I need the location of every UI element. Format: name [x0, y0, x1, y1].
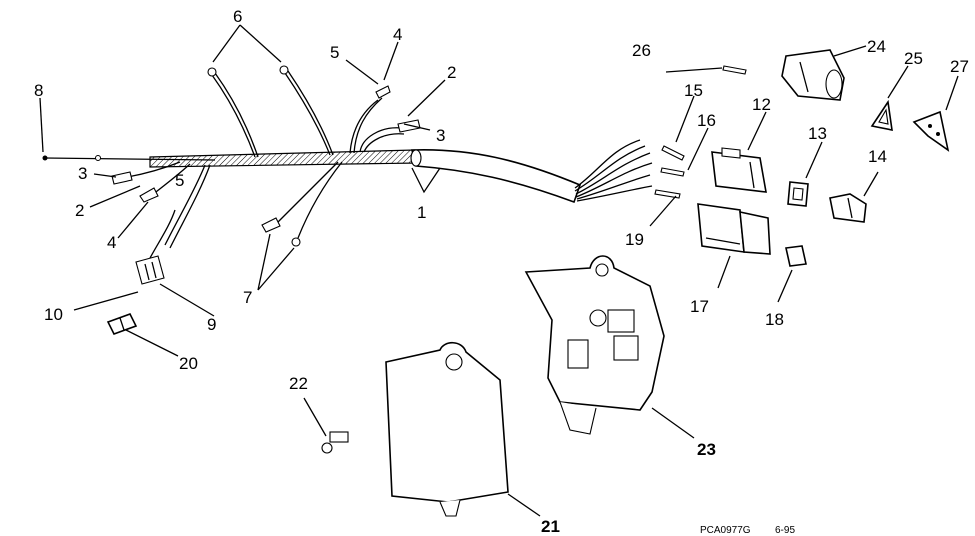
callout-9: 9: [207, 315, 216, 334]
fuse-20: [106, 313, 138, 335]
callout-13: 13: [808, 124, 827, 143]
screw-22: [321, 431, 349, 454]
callout-14: 14: [868, 147, 887, 166]
cover-21: [385, 341, 509, 517]
drawing-date: 6-95: [775, 525, 795, 536]
callout-19: 19: [625, 230, 644, 249]
callout-1: 1: [417, 203, 426, 222]
callout-4-top: 4: [393, 25, 402, 44]
callout-6: 6: [233, 7, 242, 26]
callout-2-left: 2: [75, 201, 84, 220]
callout-5-top: 5: [330, 43, 339, 62]
callout-4-left: 4: [107, 233, 116, 252]
callout-7: 7: [243, 288, 252, 307]
seal-13: [787, 181, 809, 207]
callout-16: 16: [697, 111, 716, 130]
wiring-harness: [42, 65, 685, 285]
leader-lines: [39, 24, 959, 517]
callout-24: 24: [867, 37, 886, 56]
callout-27: 27: [950, 57, 969, 76]
lock-27: [912, 110, 950, 152]
callout-17: 17: [690, 297, 709, 316]
callout-10: 10: [44, 305, 63, 324]
callout-23: 23: [697, 440, 716, 459]
callout-12: 12: [752, 95, 771, 114]
clip-18: [785, 245, 807, 267]
plug-14: [829, 193, 867, 223]
callout-20: 20: [179, 354, 198, 373]
callout-2-top: 2: [447, 63, 456, 82]
callout-3-top: 3: [436, 126, 445, 145]
callout-5-left: 5: [175, 171, 184, 190]
connector-17: [697, 203, 771, 255]
drawing-footer: PCA0977G 6-95: [700, 525, 795, 536]
callout-3-left: 3: [78, 164, 87, 183]
connector-24: [781, 49, 845, 101]
drawing-code: PCA0977G: [700, 525, 751, 536]
callout-labels: 6 4 5 2 3 8 3 5 2 4 1 7 10 9 20 26 24 25…: [34, 7, 969, 536]
connector-12: [711, 147, 767, 193]
callout-25: 25: [904, 49, 923, 68]
callout-15: 15: [684, 81, 703, 100]
callout-8: 8: [34, 81, 43, 100]
pin-26: [722, 65, 747, 75]
bracket-23: [524, 255, 665, 435]
callout-22: 22: [289, 374, 308, 393]
callout-21: 21: [541, 517, 560, 536]
callout-18: 18: [765, 310, 784, 329]
callout-26: 26: [632, 41, 651, 60]
wedge-25: [870, 99, 893, 132]
